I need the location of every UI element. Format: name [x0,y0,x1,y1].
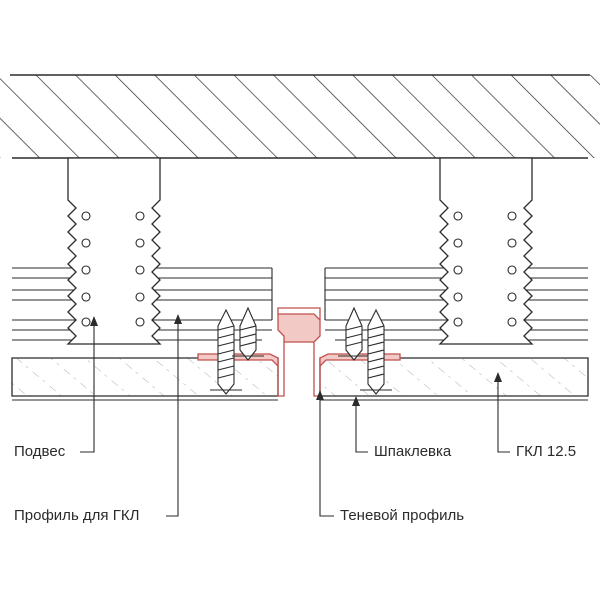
label-shadow-profile: Теневой профиль [340,507,465,524]
hanger-right [438,157,534,345]
label-gkl-profile: Профиль для ГКЛ [14,507,140,524]
leader-lines [80,320,510,517]
leader-putty [355,402,368,453]
hanger-left [66,157,162,345]
screw-left-1 [210,308,242,395]
label-putty: Шпаклевка [374,443,452,460]
gkl-board-right [319,357,589,401]
leader-hanger [80,322,95,453]
leader-gkl-profile [166,320,179,517]
screw-right-2 [360,308,392,395]
concrete-slab [0,74,600,159]
screw-right-1 [338,306,370,361]
label-hanger: Подвес [14,443,66,460]
shadow-profile-shape [197,307,401,397]
leader-gkl-board [497,378,510,453]
screw-left-2 [232,306,264,361]
label-gkl-board: ГКЛ 12.5 [516,443,577,460]
leader-shadow-profile [319,396,334,517]
gkl-board-left [11,357,279,401]
leader-arrows [90,314,502,406]
